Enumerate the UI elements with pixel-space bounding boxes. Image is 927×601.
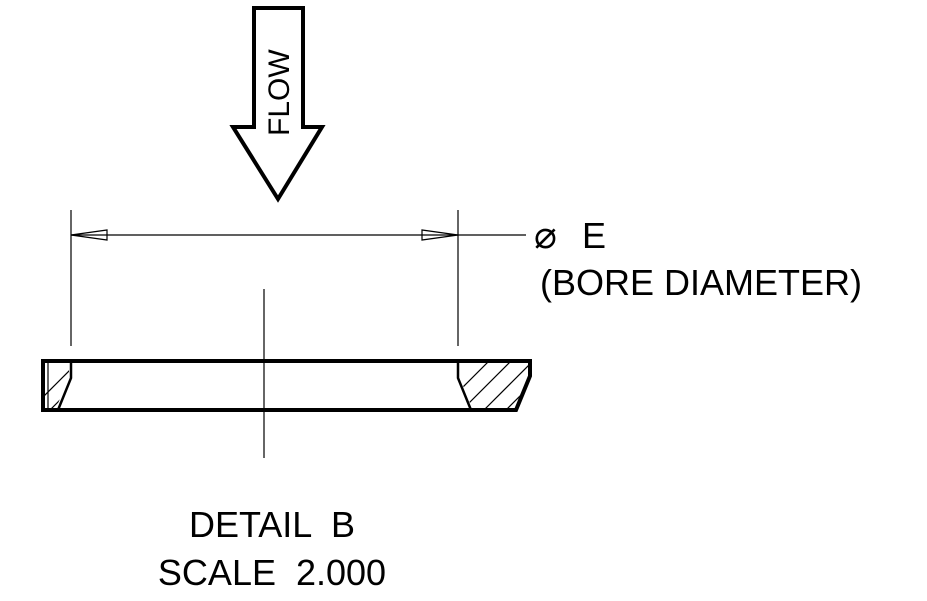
flow-label: FLOW	[263, 49, 296, 136]
seat-section	[41, 359, 532, 412]
flow-arrow-outline	[229, 6, 326, 203]
arrowhead-right	[421, 229, 459, 241]
bore-diameter-dimension	[70, 229, 526, 241]
section-hatching-right	[460, 363, 528, 408]
diameter-symbol: ⌀	[534, 215, 557, 257]
section-hatching-left	[45, 363, 69, 408]
detail-caption: DETAIL B SCALE 2.000	[158, 504, 386, 593]
detail-scale: SCALE 2.000	[158, 552, 386, 593]
detail-title: DETAIL B	[189, 504, 355, 545]
dimension-label: ⌀ E (BORE DIAMETER)	[534, 215, 862, 303]
bore-chamfer-left	[56, 361, 73, 411]
bore-chamfer-right	[456, 361, 473, 411]
dimension-description: (BORE DIAMETER)	[540, 262, 862, 303]
arrowhead-left	[70, 229, 108, 241]
flow-arrow: FLOW	[229, 6, 326, 203]
dimension-letter: E	[582, 215, 606, 256]
seat-outline	[41, 359, 532, 412]
